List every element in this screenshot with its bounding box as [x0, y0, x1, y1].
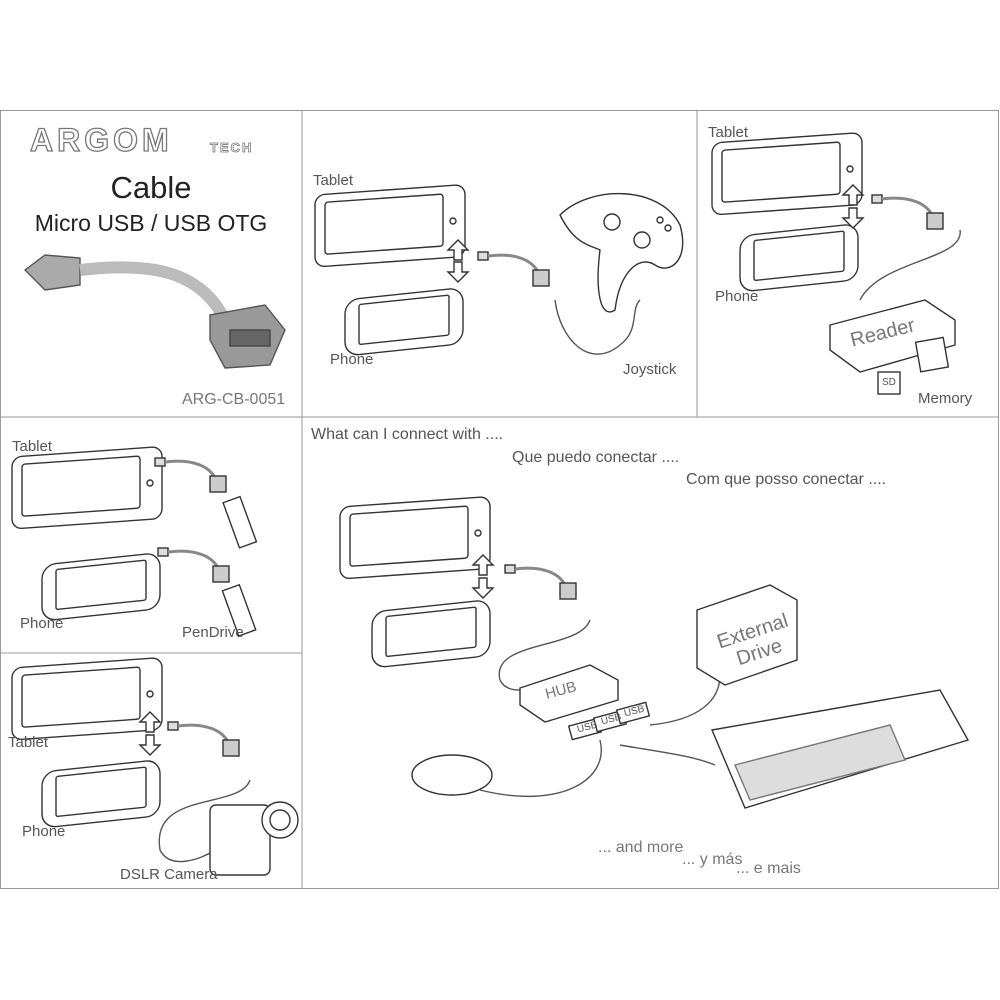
panel-grid	[0, 110, 999, 889]
card-reader-icon	[829, 299, 956, 373]
joystick-panel-art	[314, 183, 684, 357]
more-pt: ... e mais	[736, 860, 801, 877]
label-tablet: Tablet	[313, 172, 354, 189]
otg-cable-image	[23, 254, 286, 369]
main-panel-art	[339, 495, 970, 809]
heading-en: What can I connect with ....	[311, 426, 504, 443]
product-subtitle: Micro USB / USB OTG	[34, 210, 268, 236]
label-phone: Phone	[715, 288, 759, 305]
argom-logo-sub: TECH	[210, 140, 254, 156]
label-phone: Phone	[22, 823, 66, 840]
label-phone: Phone	[20, 615, 64, 632]
label-tablet: Tablet	[12, 438, 53, 455]
external-drive-icon	[696, 584, 798, 686]
pendrive-icon	[221, 583, 257, 637]
label-tablet: Tablet	[708, 124, 749, 141]
pendrive-panel-art	[11, 445, 258, 637]
label-joystick: Joystick	[623, 361, 677, 378]
reader-panel-art	[711, 131, 961, 395]
pendrive-icon	[222, 495, 258, 549]
more-es: ... y más	[682, 851, 743, 868]
more-en: ... and more	[598, 839, 684, 856]
product-code: ARG-CB-0051	[182, 391, 286, 408]
argom-logo: ARGOM	[29, 121, 173, 158]
camera-panel-art	[11, 656, 299, 876]
mouse-icon	[411, 754, 493, 796]
heading-pt: Com que posso conectar ....	[686, 471, 887, 488]
label-dslr-camera: DSLR Camera	[120, 866, 218, 883]
dslr-camera-icon	[209, 801, 299, 876]
label-memory: Memory	[918, 390, 973, 407]
label-pendrive: PenDrive	[182, 624, 244, 641]
label-tablet: Tablet	[8, 734, 49, 751]
product-title: Cable	[110, 170, 192, 205]
sd-label: SD	[882, 377, 896, 388]
usb-hub-icon	[519, 664, 619, 723]
joystick-icon	[559, 192, 684, 313]
label-phone: Phone	[330, 351, 374, 368]
heading-es: Que puedo conectar ....	[512, 449, 680, 466]
